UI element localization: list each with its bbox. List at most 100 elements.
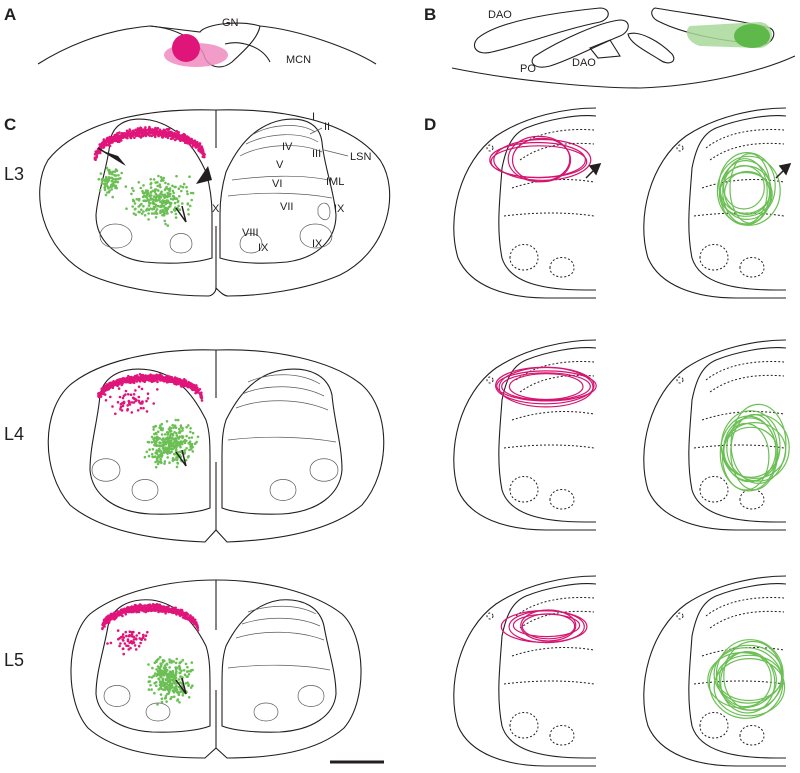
labelled-neuron-green bbox=[172, 192, 175, 195]
lamina-iii: III bbox=[312, 148, 321, 160]
labelled-neuron-pink bbox=[103, 143, 106, 146]
labelled-neuron-pink bbox=[120, 403, 123, 406]
labelled-neuron-green bbox=[163, 462, 166, 465]
labelled-neuron-pink bbox=[158, 607, 161, 610]
labelled-neuron-green bbox=[125, 207, 128, 210]
labelled-neuron-green bbox=[183, 669, 186, 672]
labelled-neuron-pink bbox=[177, 378, 180, 381]
labelled-neuron-green bbox=[160, 693, 163, 696]
labelled-neuron-pink bbox=[149, 375, 152, 378]
labelled-neuron-green bbox=[107, 169, 110, 172]
labelled-neuron-green bbox=[149, 183, 152, 186]
labelled-neuron-green bbox=[138, 199, 141, 202]
labelled-neuron-pink bbox=[194, 623, 197, 626]
labelled-neuron-green bbox=[177, 462, 180, 465]
segment-label-l5: L5 bbox=[4, 650, 24, 670]
labelled-neuron-green bbox=[159, 424, 162, 427]
labelled-neuron-green bbox=[134, 202, 137, 205]
labelled-neuron-green bbox=[148, 455, 151, 458]
labelled-neuron-green bbox=[171, 185, 174, 188]
leader-line-ii bbox=[310, 128, 322, 134]
lamina-v: V bbox=[276, 159, 284, 171]
labelled-neuron-green bbox=[165, 207, 168, 210]
panel-letter-c: C bbox=[4, 115, 16, 134]
labelled-neuron-green bbox=[109, 186, 112, 189]
labelled-neuron-green bbox=[153, 178, 156, 181]
labelled-neuron-pink bbox=[147, 609, 150, 612]
labelled-neuron-pink bbox=[106, 642, 109, 645]
labelled-neuron-pink bbox=[192, 618, 195, 621]
labelled-neuron-green bbox=[172, 427, 175, 430]
labelled-neuron-green bbox=[176, 658, 179, 661]
labelled-neuron-green bbox=[176, 466, 179, 469]
labelled-neuron-pink bbox=[127, 393, 130, 396]
labelled-neuron-pink bbox=[201, 397, 204, 400]
labelled-neuron-green bbox=[173, 453, 176, 456]
labelled-neuron-pink bbox=[128, 128, 131, 131]
labelled-neuron-pink bbox=[187, 382, 190, 385]
labelled-neuron-green bbox=[151, 198, 154, 201]
labelled-neuron-green bbox=[168, 666, 171, 669]
labelled-neuron-green bbox=[168, 443, 171, 446]
labelled-neuron-green bbox=[161, 452, 164, 455]
labelled-neuron-green bbox=[142, 184, 145, 187]
labelled-neuron-pink bbox=[119, 642, 122, 645]
labelled-neuron-green bbox=[172, 198, 175, 201]
labelled-neuron-pink bbox=[142, 407, 145, 410]
labelled-neuron-green bbox=[137, 205, 140, 208]
labelled-neuron-green bbox=[188, 670, 191, 673]
labelled-neuron-green bbox=[192, 432, 195, 435]
labelled-neuron-green bbox=[188, 696, 191, 699]
labelled-neuron-pink bbox=[111, 138, 114, 141]
labelled-neuron-green bbox=[177, 437, 180, 440]
labelled-neuron-pink bbox=[121, 409, 124, 412]
labelled-neuron-pink bbox=[142, 609, 145, 612]
labelled-neuron-green bbox=[142, 205, 145, 208]
labelled-neuron-green bbox=[185, 435, 188, 438]
labelled-neuron-green bbox=[176, 459, 179, 462]
labelled-neuron-pink bbox=[194, 143, 197, 146]
labelled-neuron-green bbox=[190, 448, 193, 451]
labelled-neuron-green bbox=[153, 682, 156, 685]
labelled-neuron-pink bbox=[105, 387, 108, 390]
labelled-neuron-pink bbox=[190, 385, 193, 388]
green-label-cluster-l4 bbox=[144, 419, 200, 469]
labelled-neuron-pink bbox=[197, 629, 200, 632]
labelled-neuron-pink bbox=[186, 616, 189, 619]
hemisection-grid bbox=[454, 108, 790, 766]
labelled-neuron-green bbox=[149, 684, 152, 687]
labelled-neuron-green bbox=[155, 660, 158, 663]
labelled-neuron-pink bbox=[168, 128, 171, 131]
labelled-neuron-green bbox=[181, 435, 184, 438]
labelled-neuron-pink bbox=[180, 384, 183, 387]
labelled-neuron-green bbox=[165, 696, 168, 699]
labelled-neuron-green bbox=[169, 661, 172, 664]
labelled-neuron-green bbox=[175, 685, 178, 688]
labelled-neuron-pink bbox=[170, 138, 173, 141]
labelled-neuron-pink bbox=[110, 141, 113, 144]
labelled-neuron-green bbox=[165, 441, 168, 444]
labelled-neuron-green bbox=[164, 460, 167, 463]
labelled-neuron-green bbox=[170, 211, 173, 214]
labelled-neuron-pink bbox=[153, 379, 156, 382]
labelled-neuron-green bbox=[164, 433, 167, 436]
labelled-neuron-pink bbox=[138, 632, 141, 635]
labelled-neuron-green bbox=[168, 658, 171, 661]
labelled-neuron-pink bbox=[109, 396, 112, 399]
labelled-neuron-pink bbox=[108, 620, 111, 623]
labelled-neuron-pink bbox=[151, 135, 154, 138]
labelled-neuron-green bbox=[159, 211, 162, 214]
labelled-neuron-pink bbox=[148, 605, 151, 608]
labelled-neuron-pink bbox=[171, 380, 174, 383]
labelled-neuron-green bbox=[162, 444, 165, 447]
labelled-neuron-green bbox=[166, 693, 169, 696]
labelled-neuron-green bbox=[114, 181, 117, 184]
labelled-neuron-pink bbox=[139, 642, 142, 645]
labelled-neuron-pink bbox=[192, 388, 195, 391]
labelled-neuron-green bbox=[155, 685, 158, 688]
labelled-neuron-green bbox=[168, 192, 171, 195]
labelled-neuron-green bbox=[179, 185, 182, 188]
labelled-neuron-green bbox=[163, 441, 166, 444]
labelled-neuron-green bbox=[156, 703, 159, 706]
labelled-neuron-green bbox=[170, 676, 173, 679]
